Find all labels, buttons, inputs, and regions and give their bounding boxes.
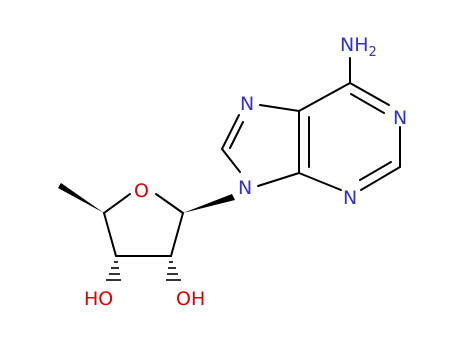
atom-label-n1: N — [393, 107, 407, 129]
bond-c1-c2 — [170, 212, 184, 257]
bond-c8-n7 — [221, 114, 240, 150]
bond-c5-c6 — [298, 82, 351, 112]
hashed-c3-oh — [106, 261, 121, 281]
wedge-c4-methyl — [58, 183, 104, 213]
bond-c2-n3 — [360, 166, 401, 191]
wedge-c1-n9 — [183, 194, 235, 213]
atom-label-n3: N — [343, 187, 357, 209]
bond-c4-c3 — [103, 212, 117, 257]
bond-c2-n3-inner — [359, 161, 392, 181]
atom-label-n7: N — [240, 93, 254, 115]
atom-label-ring-o: O — [134, 180, 149, 202]
hashed-c2-oh — [166, 261, 181, 281]
atom-label-nh2: NH2 — [340, 34, 377, 60]
atom-label-ho: HO — [84, 288, 113, 310]
atom-label-oh: OH — [176, 288, 205, 310]
bond-n9-c8 — [221, 148, 241, 173]
bond-c4-o — [103, 193, 131, 214]
bond-n7-c5 — [259, 104, 300, 112]
bond-n3-c4 — [298, 172, 342, 191]
bond-c6-n1-inner — [350, 93, 385, 114]
bond-c8-n7-inner — [229, 121, 244, 149]
bond-n9-c4 — [257, 172, 300, 187]
bond-c6-n1 — [349, 82, 390, 106]
atom-label-n9: N — [238, 177, 252, 199]
bond-o-c1 — [155, 193, 184, 214]
